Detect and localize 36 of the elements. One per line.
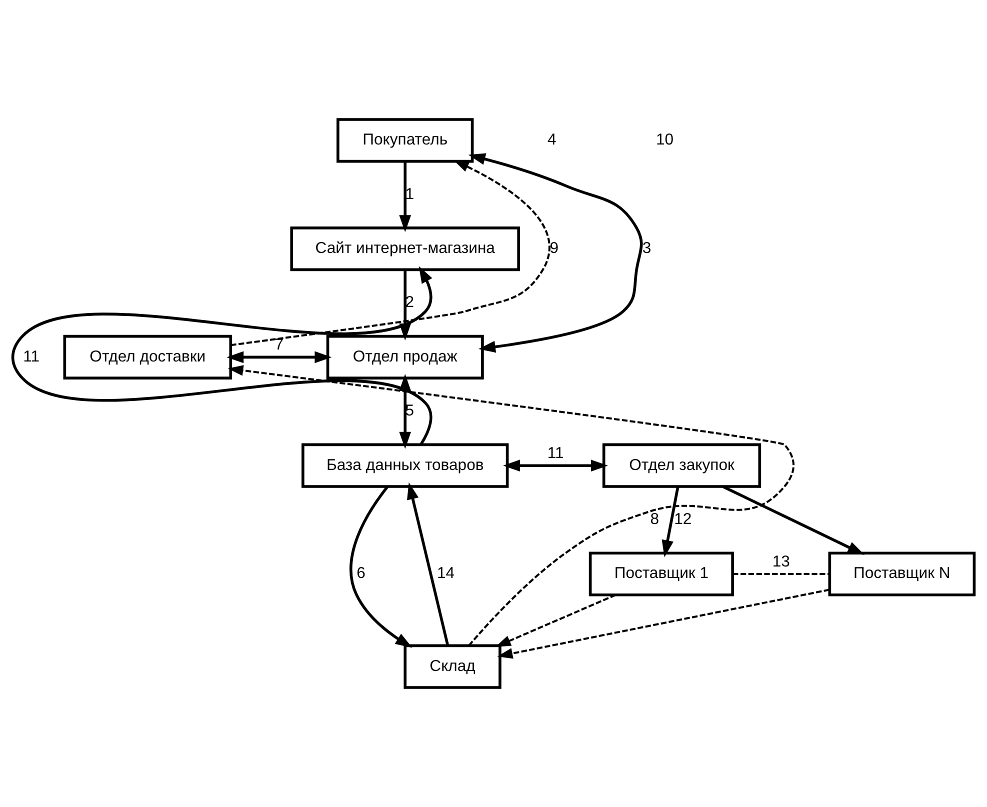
node-box: Отдел доставки — [63, 334, 232, 380]
edge-label: 11 — [23, 348, 40, 366]
node-box: Отдел продаж — [326, 334, 484, 380]
edge-label: 11 — [547, 444, 564, 462]
node-box: Сайт интернет-магазина — [290, 226, 520, 272]
edge-label: 5 — [405, 402, 414, 420]
edge-label: 14 — [436, 565, 455, 582]
edge-label: 3 — [642, 240, 652, 257]
connector — [732, 573, 830, 576]
node-box: Покупатель — [336, 118, 474, 163]
label: 10 — [656, 132, 674, 149]
node-box: Поставщик N — [828, 552, 976, 596]
arrow — [407, 482, 450, 646]
node-box: База данных товаров — [302, 443, 509, 488]
edge-label: 12 — [674, 510, 692, 528]
arrow — [662, 486, 680, 558]
arrow — [495, 594, 616, 647]
arrow — [228, 365, 794, 646]
node-box: Поставщик 1 — [588, 552, 734, 596]
arrow — [468, 153, 643, 353]
arrow — [350, 486, 412, 648]
edge-label: 9 — [550, 240, 559, 257]
arrow — [11, 266, 432, 446]
arrow — [230, 160, 550, 346]
arrow — [399, 162, 412, 232]
edge-label: 2 — [405, 294, 414, 312]
arrow — [226, 351, 332, 364]
edge-label: 1 — [405, 186, 414, 203]
label: 4 — [548, 132, 556, 149]
arrow — [503, 460, 608, 472]
edge-label: 13 — [772, 553, 790, 570]
edge-label: 6 — [356, 565, 366, 582]
edge-label: 8 — [650, 510, 660, 528]
arrow — [497, 588, 830, 659]
node-box: Отдел закупок — [602, 443, 762, 488]
node-box: Склад — [404, 644, 502, 689]
